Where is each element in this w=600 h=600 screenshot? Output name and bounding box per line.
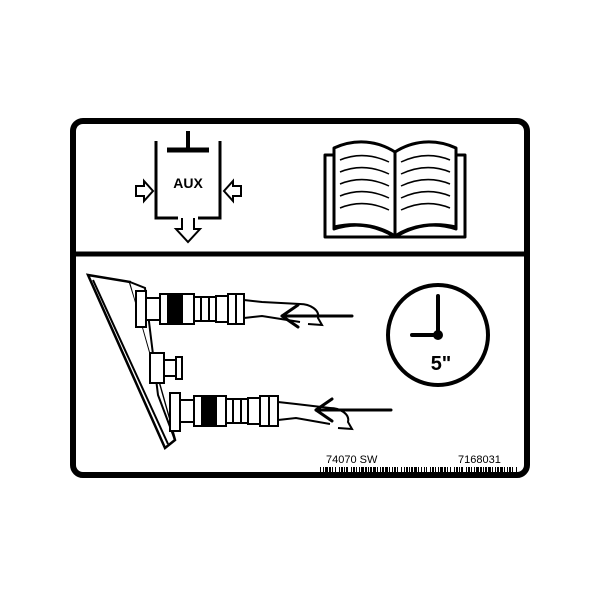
barcode-bar <box>492 467 493 472</box>
arrow-left-icon <box>314 397 393 423</box>
barcode-bar <box>394 467 396 472</box>
barcode-bar <box>459 467 460 472</box>
arrow-left-icon <box>280 303 354 329</box>
barcode-bar <box>488 467 491 472</box>
barcode-bar <box>356 467 357 472</box>
barcode-bar <box>495 467 496 472</box>
aux-hydraulic-icon <box>135 131 242 244</box>
barcode-bar <box>370 467 372 472</box>
barcode-bar <box>454 467 455 472</box>
barcode-bar <box>421 467 422 472</box>
barcode-bar <box>397 467 398 472</box>
barcode-bar <box>466 467 467 472</box>
barcode-bar <box>329 467 331 472</box>
barcode-bar <box>392 467 393 472</box>
clock-icon <box>386 283 490 387</box>
barcode-bar <box>512 467 513 472</box>
barcode-bar <box>323 467 324 472</box>
barcode-bar <box>401 467 402 472</box>
barcode <box>320 467 517 472</box>
barcode-bar <box>389 467 390 472</box>
barcode-bar <box>497 467 499 472</box>
barcode-bar <box>430 467 431 472</box>
barcode-bar <box>377 467 378 472</box>
barcode-bar <box>406 467 408 472</box>
barcode-bar <box>341 467 343 472</box>
barcode-bar <box>438 467 439 472</box>
barcode-bar <box>450 467 451 472</box>
barcode-bar <box>351 467 352 472</box>
barcode-bar <box>414 467 417 472</box>
barcode-bar <box>516 467 517 472</box>
part-number: 7168031 <box>458 454 501 466</box>
barcode-bar <box>411 467 413 472</box>
clock-duration-label: 5" <box>431 353 452 375</box>
manual-book-icon <box>323 140 467 239</box>
barcode-bar <box>461 467 463 472</box>
barcode-bar <box>456 467 458 472</box>
barcode-bar <box>409 467 410 472</box>
barcode-bar <box>325 467 328 472</box>
barcode-bar <box>339 467 340 472</box>
barcode-bar <box>380 467 381 472</box>
barcode-bar <box>353 467 355 472</box>
barcode-bar <box>361 467 364 472</box>
barcode-bar <box>344 467 345 472</box>
barcode-bar <box>418 467 419 472</box>
barcode-bar <box>507 467 508 472</box>
barcode-bar <box>474 467 475 472</box>
barcode-bar <box>320 467 321 472</box>
barcode-bar <box>332 467 333 472</box>
part-code: 74070 SW <box>326 454 378 466</box>
barcode-bar <box>426 467 427 472</box>
barcode-bar <box>483 467 484 472</box>
barcode-bar <box>435 467 436 472</box>
center-fitting <box>149 352 183 384</box>
barcode-bar <box>335 467 336 472</box>
barcode-bar <box>485 467 487 472</box>
barcode-bar <box>500 467 503 472</box>
barcode-bar <box>404 467 405 472</box>
barcode-bar <box>373 467 376 472</box>
barcode-bar <box>509 467 511 472</box>
barcode-bar <box>504 467 505 472</box>
barcode-bar <box>440 467 443 472</box>
barcode-bar <box>368 467 369 472</box>
barcode-bar <box>447 467 448 472</box>
barcode-bar <box>468 467 470 472</box>
barcode-bar <box>471 467 472 472</box>
barcode-bar <box>444 467 446 472</box>
barcode-bar <box>480 467 482 472</box>
barcode-bar <box>385 467 388 472</box>
barcode-bar <box>424 467 425 472</box>
barcode-bar <box>359 467 360 472</box>
barcode-bar <box>382 467 384 472</box>
barcode-bar <box>432 467 434 472</box>
hose-coupler-icon <box>135 290 324 328</box>
barcode-bar <box>365 467 367 472</box>
barcode-bar <box>476 467 479 472</box>
barcode-bar <box>346 467 348 472</box>
hose-coupler-icon <box>169 392 354 432</box>
aux-label: AUX <box>173 175 203 191</box>
